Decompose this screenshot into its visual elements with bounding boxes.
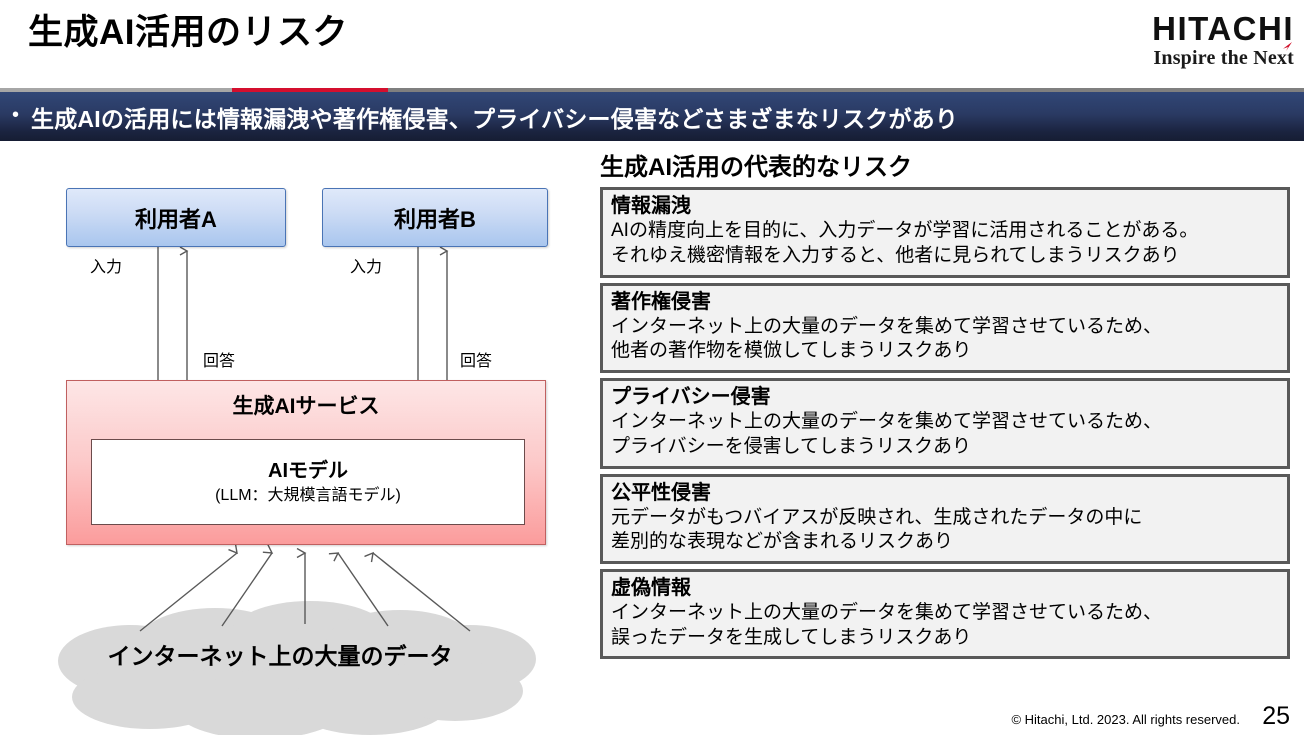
arrow-cloud-4 [338,553,389,627]
ai-model-subtitle: (LLM：大規模言語モデル) [215,486,401,504]
risk-item-title: 公平性侵害 [611,481,711,504]
divider [0,88,1304,92]
divider-segment-grey-right [388,88,1304,92]
logo-tagline: Inspire the Next [1153,42,1294,69]
banner-text: 生成AIの活用には情報漏洩や著作権侵害、プライバシー侵害などさまざまなリスクがあ… [31,105,959,132]
risk-item-description: インターネット上の大量のデータを集めて学習させているため、 プライバシーを侵害し… [611,411,1163,457]
copyright-text: © Hitachi, Ltd. 2023. All rights reserve… [1011,712,1240,727]
risk-item: プライバシー侵害インターネット上の大量のデータを集めて学習させているため、 プラ… [600,378,1290,469]
risk-item: 著作権侵害インターネット上の大量のデータを集めて学習させているため、 他者の著作… [600,282,1290,374]
genai-service-label: 生成AIサービス [232,395,380,418]
logo-tagline-text: Inspire the Next [1153,47,1294,69]
ai-model-box: AIモデル (LLM：大規模言語モデル) [91,439,525,525]
risk-item-description: インターネット上の大量のデータを集めて学習させているため、 他者の著作物を模倣し… [611,315,1163,362]
arrow-cloud-1 [139,553,237,632]
label-answer-b: 回答 [460,353,493,370]
internet-data-cloud [58,601,536,735]
risk-item-description: 元データがもつバイアスが反映され、生成されたデータの中に 差別的な表現などが含ま… [611,506,1143,553]
divider-segment-red [232,88,388,92]
logo-accent-icon [1283,42,1292,51]
logo-wordmark: HITACHI [1152,10,1294,47]
risk-item-title: 情報漏洩 [611,195,691,218]
bullet-icon: • [12,104,20,126]
arrow-cloud-5 [373,553,471,632]
diagram-connectors [58,245,536,735]
label-input-a: 入力 [90,259,123,276]
summary-banner: • 生成AIの活用には情報漏洩や著作権侵害、プライバシー侵害などさまざまなリスク… [0,92,1304,141]
hitachi-logo: HITACHI Inspire the Next [1034,12,1294,69]
architecture-diagram: 利用者A 利用者B 生成AIサービス AIモデル (LLM：大規模言語モデル) … [0,141,590,735]
divider-segment-grey-left [0,88,232,92]
page-number: 25 [1262,702,1290,730]
risk-item-description: AIの精度向上を目的に、入力データが学習に活用されることがある。 それゆえ機密情… [611,220,1199,267]
label-input-b: 入力 [350,259,383,276]
arrow-cloud-2 [221,553,272,627]
risk-item-title: プライバシー侵害 [611,386,771,409]
ai-model-title: AIモデル [268,459,348,482]
genai-service-box: 生成AIサービス AIモデル (LLM：大規模言語モデル) [66,380,546,545]
label-answer-a: 回答 [203,353,236,370]
risk-item: 公平性侵害元データがもつバイアスが反映され、生成されたデータの中に 差別的な表現… [600,473,1290,564]
user-b-box: 利用者B [322,188,548,247]
risk-item-title: 虚偽情報 [611,576,691,599]
risk-item-title: 著作権侵害 [611,290,711,313]
user-a-box: 利用者A [66,188,286,247]
risk-item: 虚偽情報インターネット上の大量のデータを集めて学習させているため、 誤ったデータ… [600,568,1290,660]
page-title: 生成AI活用のリスク [28,13,349,52]
risk-panel-heading: 生成AI活用の代表的なリスク [600,154,912,181]
risk-item-description: インターネット上の大量のデータを集めて学習させているため、 誤ったデータを生成し… [611,601,1163,648]
